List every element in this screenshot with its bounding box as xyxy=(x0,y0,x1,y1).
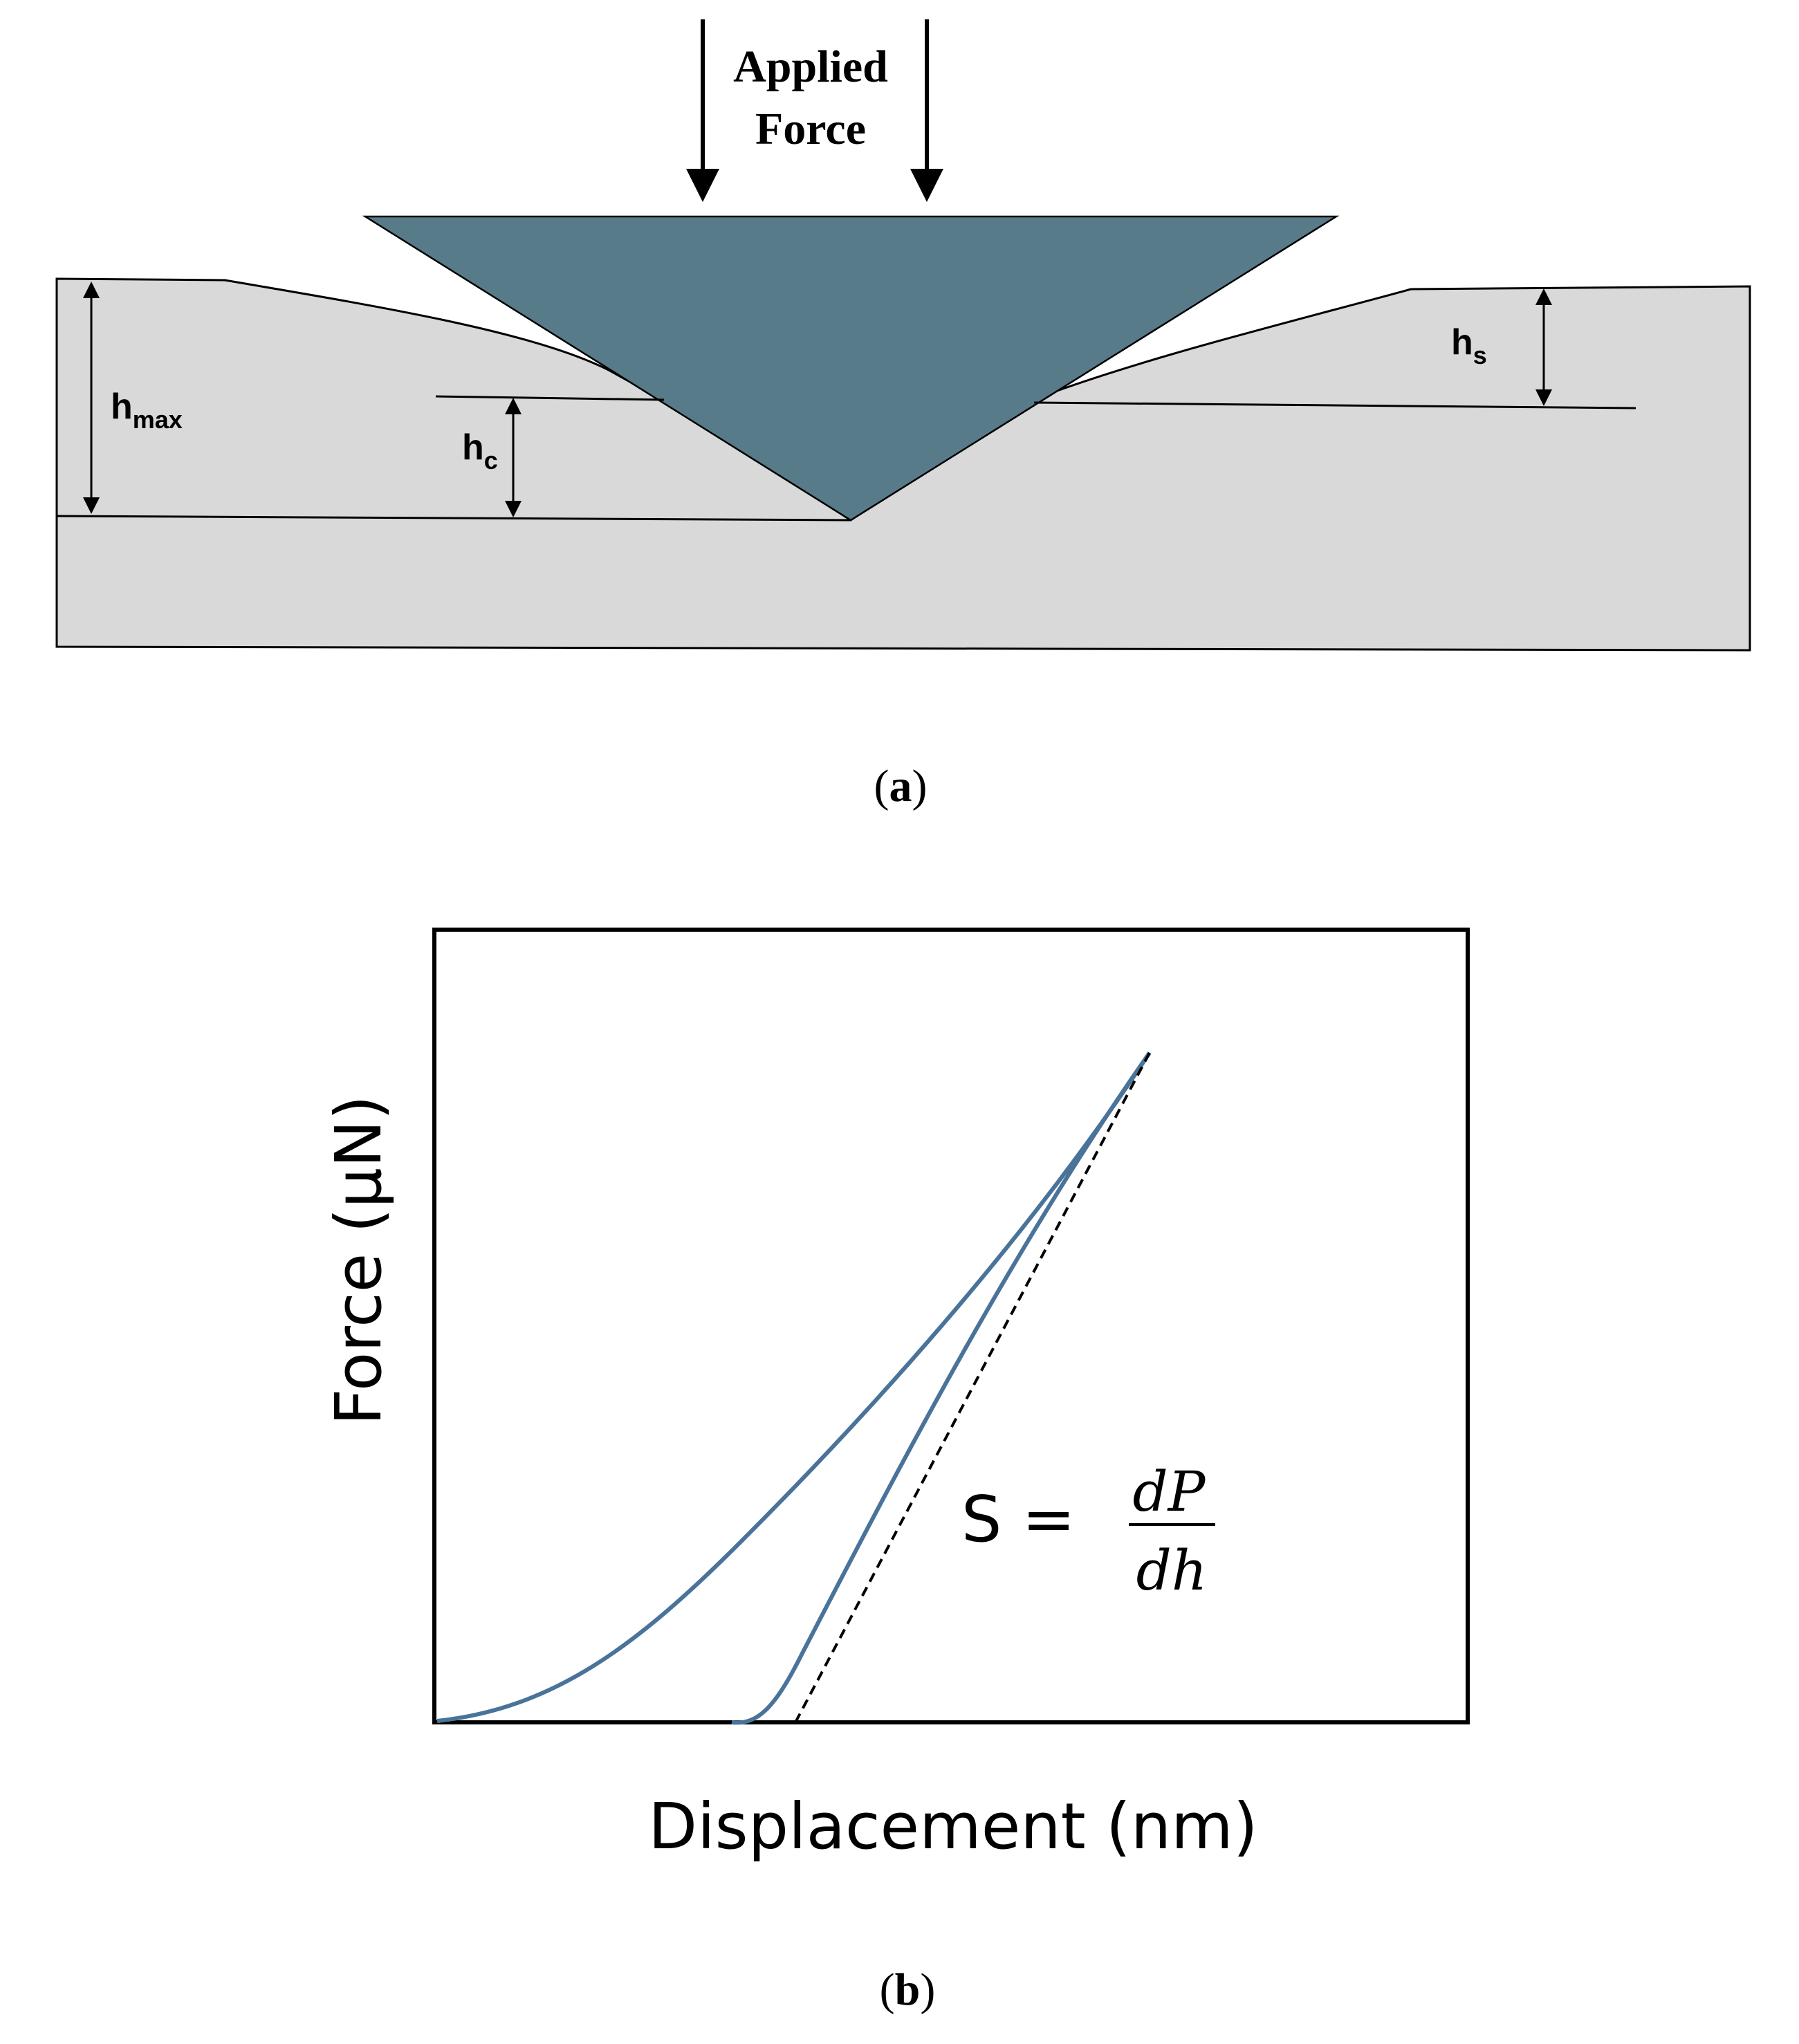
loading-curve xyxy=(436,1051,1152,1723)
unloading-curve xyxy=(731,1051,1152,1725)
contact-line-right xyxy=(1033,401,1636,409)
stiffness-formula-denominator: dh xyxy=(1136,1538,1208,1603)
max-depth-line xyxy=(56,515,851,522)
panel-b-load-displacement: S = dP dh Force (μN) Displacement (nm) (… xyxy=(322,928,1470,2015)
hs-label: hs xyxy=(1451,322,1487,369)
stiffness-formula-numerator: dP xyxy=(1132,1460,1206,1524)
plot-frame xyxy=(432,928,1470,1724)
hmax-label: hmax xyxy=(111,387,183,434)
stiffness-tangent-line xyxy=(794,1052,1151,1723)
y-axis-label: Force (μN) xyxy=(322,1095,396,1425)
hc-label: hc xyxy=(462,427,498,475)
applied-force-label-line2: Force xyxy=(755,104,866,154)
panel-b-caption: (b) xyxy=(880,1964,936,2015)
applied-force-label-line1: Applied xyxy=(733,42,888,92)
indenter-tip xyxy=(362,215,1340,522)
panel-a-indentation-schematic: Applied Force hmax hc hs (a) xyxy=(55,19,1751,811)
stiffness-formula-lhs: S = xyxy=(961,1482,1076,1556)
panel-a-caption: (a) xyxy=(874,761,928,811)
contact-line-left xyxy=(435,395,665,401)
x-axis-label: Displacement (nm) xyxy=(648,1789,1257,1863)
